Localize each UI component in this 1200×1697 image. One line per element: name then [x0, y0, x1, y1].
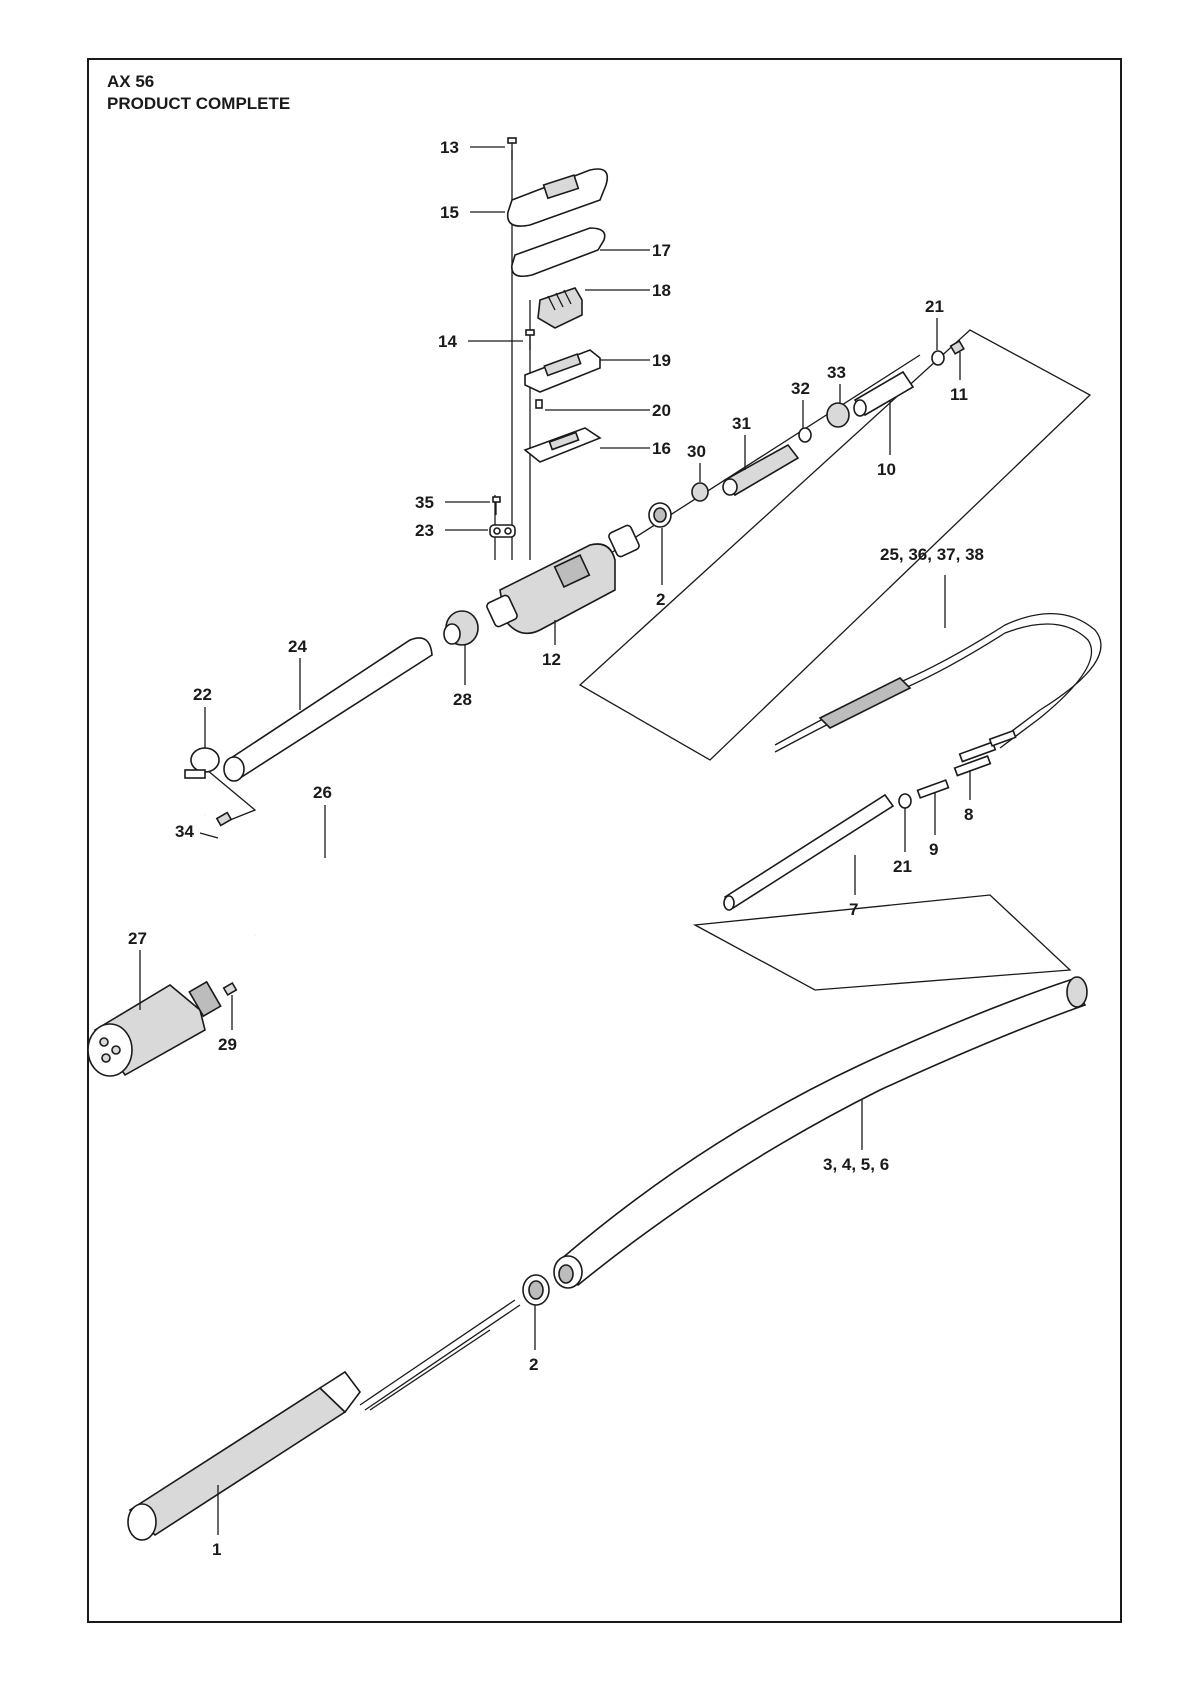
part-25-wiring-harness	[774, 612, 1102, 753]
callout-30: 30	[687, 442, 706, 461]
part-29-terminal	[222, 981, 238, 997]
callout-24: 24	[288, 637, 307, 656]
part-1-vibrator-head	[127, 1370, 361, 1541]
part-17-gasket	[511, 227, 606, 278]
callout-19: 19	[652, 351, 671, 370]
part-9-connector	[916, 779, 950, 799]
callout-11: 11	[950, 385, 968, 404]
part-19-plate	[524, 349, 601, 393]
part-16-plate	[523, 427, 602, 463]
part-23-clamp	[489, 524, 516, 538]
callout-7: 7	[849, 900, 858, 919]
part-34-terminal	[215, 811, 233, 827]
callout-28: 28	[453, 690, 472, 709]
callout-1: 1	[212, 1540, 221, 1559]
part-2-ring-upper	[648, 502, 672, 528]
part-8-connectors	[953, 729, 1017, 777]
wiring-group-outline	[578, 329, 1092, 761]
part-31-sleeve	[722, 443, 800, 497]
part-14-screw	[525, 329, 535, 350]
callout-8: 8	[964, 805, 973, 824]
callout-21-upper: 21	[925, 297, 944, 316]
callout-12: 12	[542, 650, 561, 669]
callout-2-lower: 2	[529, 1355, 538, 1374]
callout-14: 14	[438, 332, 457, 351]
callout-leaders	[139, 146, 971, 1535]
callout-18: 18	[652, 281, 671, 300]
part-18-switch	[537, 287, 583, 329]
part-10-tube	[853, 370, 915, 417]
model-title: AX 56	[107, 72, 155, 91]
callout-10: 10	[877, 460, 896, 479]
callout-34: 34	[175, 822, 194, 841]
callout-31: 31	[732, 414, 751, 433]
part-3-hose	[553, 976, 1088, 1289]
part-21-ring-lower	[898, 793, 912, 809]
part-28-gland	[443, 610, 479, 646]
callout-17: 17	[652, 241, 671, 260]
callout-22: 22	[193, 685, 212, 704]
part-2-ring-lower	[522, 1274, 550, 1306]
callout-26: 26	[313, 783, 332, 802]
rod-group-outline	[692, 894, 1072, 991]
part-33-nut	[826, 402, 850, 428]
callout-15: 15	[440, 203, 459, 222]
callout-29: 29	[218, 1035, 237, 1054]
drawing-frame	[87, 58, 1122, 1623]
part-30-nut	[691, 482, 709, 502]
part-35-screw	[492, 496, 501, 515]
part-13-screw	[507, 137, 517, 160]
callout-32: 32	[791, 379, 810, 398]
section-title: PRODUCT COMPLETE	[107, 94, 291, 113]
callout-20: 20	[652, 401, 671, 420]
part-15-cover	[506, 168, 609, 227]
inner-shaft	[359, 1299, 521, 1411]
part-22-clip	[184, 747, 220, 779]
callout-2-upper: 2	[656, 590, 665, 609]
part-24-sleeve	[223, 637, 433, 782]
callout-3-4-5-6: 3, 4, 5, 6	[823, 1155, 889, 1174]
callout-25-36-37-38: 25, 36, 37, 38	[880, 545, 984, 564]
part-32-washer	[798, 427, 812, 443]
part-26-cable	[167, 813, 384, 936]
callout-9: 9	[929, 840, 938, 859]
callout-23: 23	[415, 521, 434, 540]
part-11-tip	[949, 339, 965, 355]
callout-13: 13	[440, 138, 459, 157]
callout-21-lower: 21	[893, 857, 912, 876]
callout-16: 16	[652, 439, 671, 458]
callout-33: 33	[827, 363, 846, 382]
part-21-ring-upper	[931, 350, 945, 366]
part-12-housing	[486, 524, 640, 635]
part-20-screw	[535, 399, 543, 409]
part-7-rod	[723, 793, 895, 911]
callout-35: 35	[415, 493, 434, 512]
callout-27: 27	[128, 929, 147, 948]
callout-labels: 13 15 17 18 14 19 20 16 35 23 12 2 30 31…	[128, 138, 984, 1559]
part-27-plug	[87, 980, 222, 1077]
